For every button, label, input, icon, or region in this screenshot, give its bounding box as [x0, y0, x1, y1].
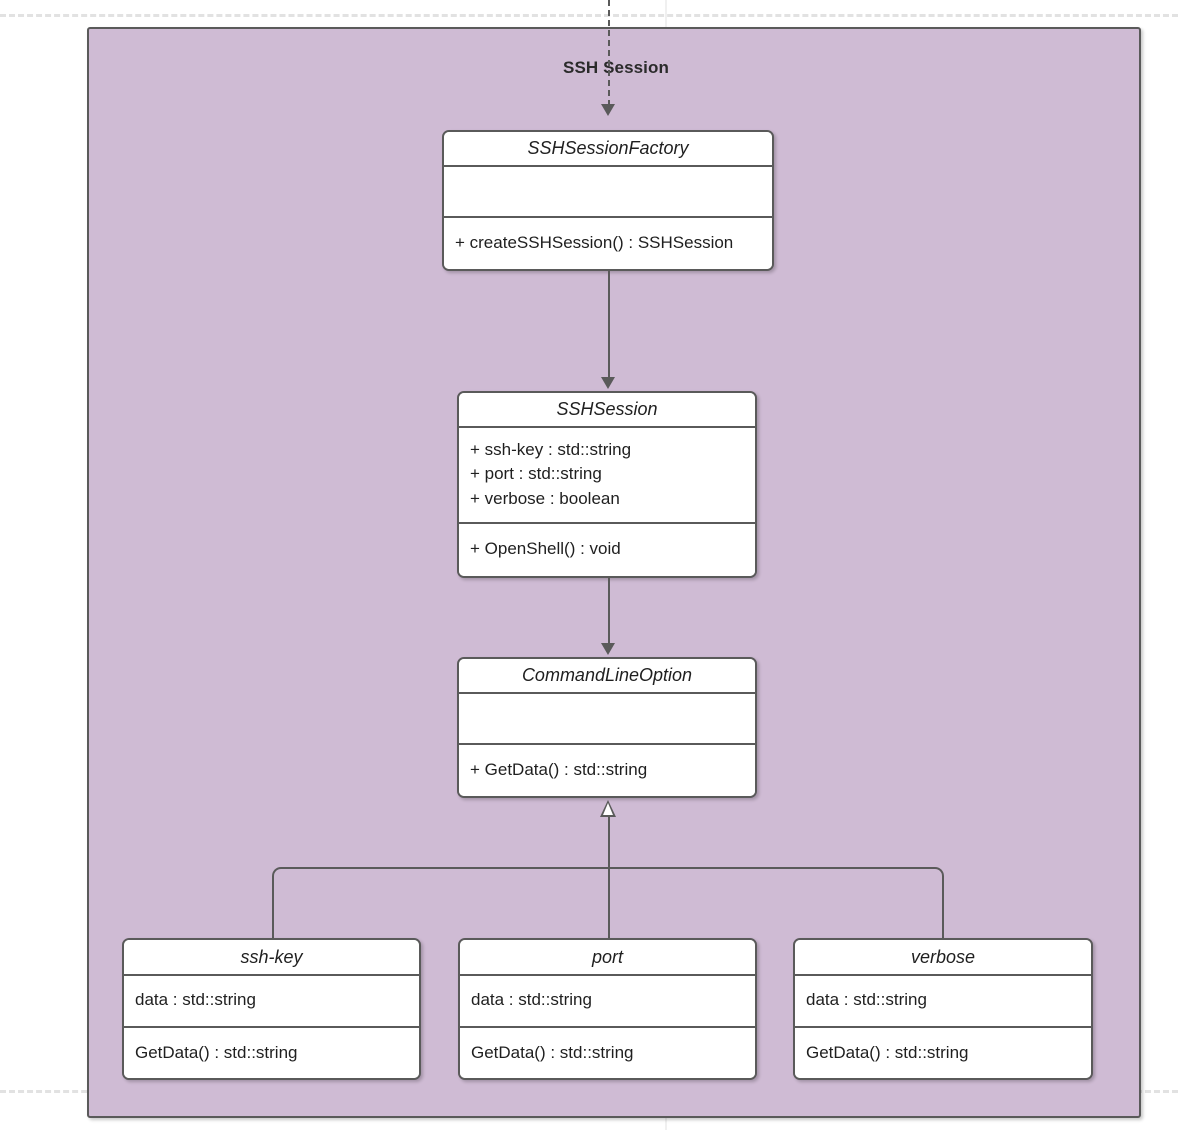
arrowhead-generalisation-to-commandlineoption — [600, 800, 616, 817]
class-name-verbose: verbose — [795, 940, 1091, 976]
operation-item: GetData() : std::string — [471, 1043, 634, 1063]
arrowhead-factory-to-session — [601, 377, 615, 389]
class-operations-sshsession: + OpenShell() : void — [459, 524, 755, 576]
class-name-commandlineoption: CommandLineOption — [459, 659, 755, 694]
arrowhead-session-to-commandlineoption — [601, 643, 615, 655]
operation-item: + OpenShell() : void — [470, 539, 621, 559]
class-name-sshsessionfactory: SSHSessionFactory — [444, 132, 772, 167]
class-box-ssh-key[interactable]: ssh-key data : std::string GetData() : s… — [122, 938, 421, 1080]
attribute-item: + verbose : boolean — [470, 488, 620, 508]
class-box-sshsession[interactable]: SSHSession + ssh-key : std::string + por… — [457, 391, 757, 578]
attribute-item: data : std::string — [471, 990, 592, 1010]
package-title: SSH Session — [563, 58, 669, 77]
class-attributes-sshsessionfactory — [444, 167, 772, 218]
class-attributes-verbose: data : std::string — [795, 976, 1091, 1028]
class-attributes-ssh-key: data : std::string — [124, 976, 419, 1028]
edge-generalisation-branch-right — [606, 867, 944, 940]
page-guide-line-top — [0, 14, 1178, 17]
class-name-sshsession: SSHSession — [459, 393, 755, 428]
edge-generalisation-stem — [608, 816, 610, 869]
class-operations-port: GetData() : std::string — [460, 1028, 755, 1078]
class-box-sshsessionfactory[interactable]: SSHSessionFactory + createSSHSession() :… — [442, 130, 774, 271]
class-attributes-commandlineoption — [459, 694, 755, 745]
class-operations-verbose: GetData() : std::string — [795, 1028, 1091, 1078]
attribute-item: data : std::string — [135, 990, 256, 1010]
class-name-ssh-key: ssh-key — [124, 940, 419, 976]
class-operations-commandlineoption: + GetData() : std::string — [459, 745, 755, 796]
class-name-port: port — [460, 940, 755, 976]
class-operations-sshsessionfactory: + createSSHSession() : SSHSession — [444, 218, 772, 269]
class-operations-ssh-key: GetData() : std::string — [124, 1028, 419, 1078]
edge-generalisation-branch-centre — [608, 867, 610, 940]
operation-item: GetData() : std::string — [806, 1043, 969, 1063]
attribute-item: data : std::string — [806, 990, 927, 1010]
class-box-verbose[interactable]: verbose data : std::string GetData() : s… — [793, 938, 1093, 1080]
edge-session-to-commandlineoption — [608, 578, 610, 645]
operation-item: GetData() : std::string — [135, 1043, 298, 1063]
operation-item: + createSSHSession() : SSHSession — [455, 232, 734, 252]
attribute-item: + port : std::string — [470, 464, 602, 484]
class-box-port[interactable]: port data : std::string GetData() : std:… — [458, 938, 757, 1080]
class-attributes-port: data : std::string — [460, 976, 755, 1028]
attribute-item: + ssh-key : std::string — [470, 439, 632, 459]
arrowhead-external-to-factory — [601, 104, 615, 116]
operation-item: + GetData() : std::string — [470, 759, 648, 779]
edge-external-to-factory — [608, 0, 610, 106]
class-box-commandlineoption[interactable]: CommandLineOption + GetData() : std::str… — [457, 657, 757, 798]
class-attributes-sshsession: + ssh-key : std::string + port : std::st… — [459, 428, 755, 524]
edge-generalisation-branch-left — [272, 867, 610, 940]
edge-factory-to-session — [608, 271, 610, 379]
